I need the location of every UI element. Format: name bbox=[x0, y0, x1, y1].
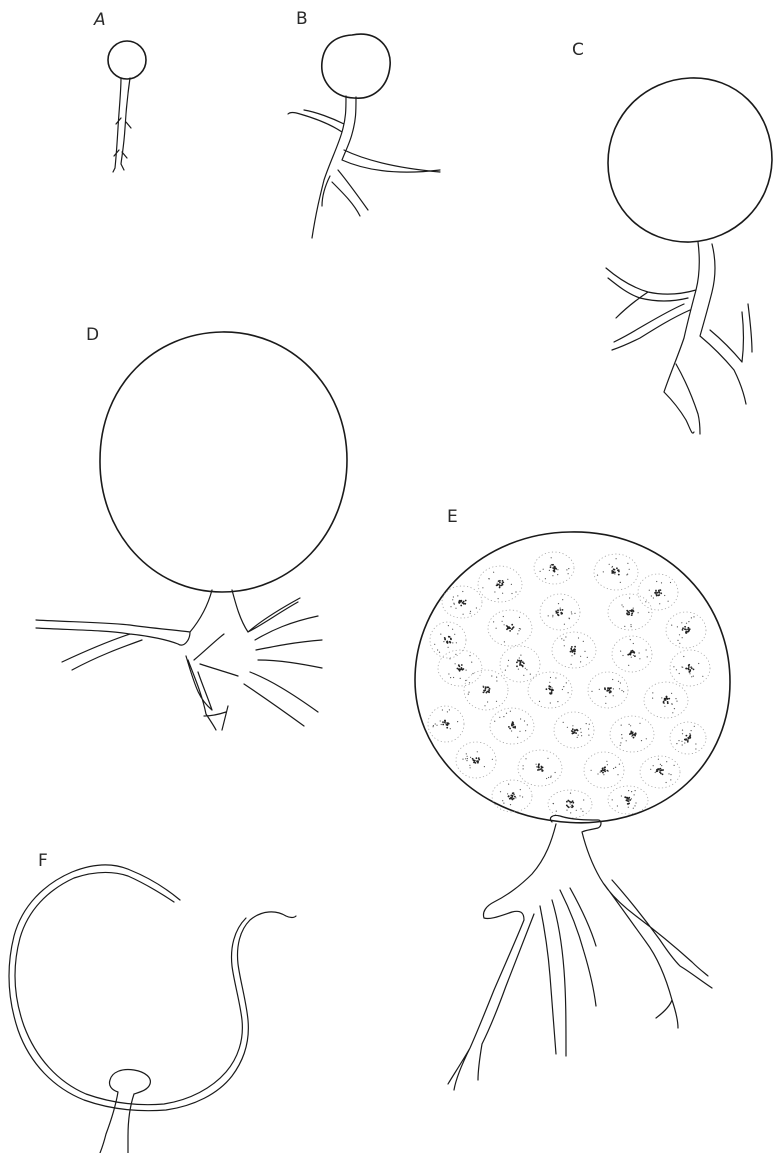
panel-label-b: B bbox=[296, 9, 308, 29]
panel-label-c: C bbox=[572, 40, 584, 60]
ruptured-wall-f bbox=[9, 865, 296, 1111]
stalk-a bbox=[113, 78, 131, 172]
sporangium-d bbox=[100, 332, 347, 592]
sporangium-c bbox=[608, 78, 772, 242]
spore-cells bbox=[428, 552, 710, 818]
panel-d: D bbox=[36, 325, 347, 730]
stalk-c bbox=[606, 242, 752, 434]
panel-c: C bbox=[572, 40, 772, 434]
panel-a: A bbox=[93, 10, 146, 172]
sporangium-a bbox=[108, 41, 146, 79]
panel-label-e: E bbox=[447, 507, 458, 527]
stalk-b bbox=[288, 96, 440, 238]
stalk-f bbox=[100, 1069, 150, 1153]
panel-b: B bbox=[288, 9, 440, 238]
panel-label-f: F bbox=[38, 851, 48, 871]
sporangium-e bbox=[415, 532, 730, 823]
panel-f: F bbox=[9, 851, 296, 1153]
stalk-e bbox=[448, 815, 712, 1090]
panel-e: E bbox=[415, 507, 730, 1090]
spore-stipple bbox=[433, 557, 704, 813]
stalk-d bbox=[36, 590, 322, 730]
panel-label-a: A bbox=[93, 10, 106, 30]
sporangium-b bbox=[322, 34, 390, 98]
panel-label-d: D bbox=[86, 325, 99, 345]
